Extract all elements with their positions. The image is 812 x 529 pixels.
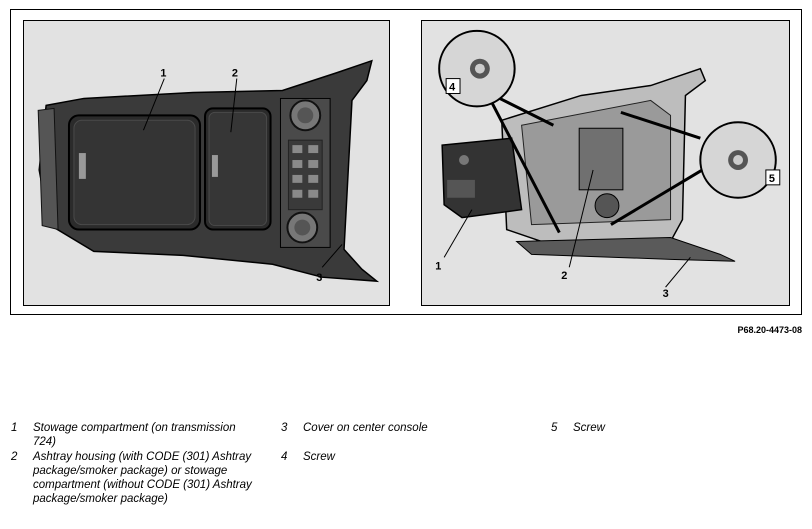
right-illustration: 4 5 1 2 3 <box>421 20 790 306</box>
compartment-latch <box>78 153 86 179</box>
legend-number: 2 <box>11 451 18 463</box>
callout-4: 4 <box>449 82 455 94</box>
ashtray-housing <box>578 127 624 191</box>
callout-2: 2 <box>232 68 238 80</box>
stowage-compartment <box>441 137 523 219</box>
legend-text: Cover on center console <box>303 422 428 434</box>
figure-code: P68.20-4473-08 <box>737 325 802 335</box>
callout-1: 1 <box>160 68 166 80</box>
console-left-edge <box>37 107 59 231</box>
console-cover-strip <box>515 236 736 262</box>
legend-number: 4 <box>281 451 288 463</box>
right-leader-lines <box>443 169 691 288</box>
callout-3: 3 <box>316 272 322 284</box>
console-removed-drawing: 4 5 1 2 3 <box>435 29 781 300</box>
ashtray-latch <box>211 155 218 177</box>
callout-3-right: 3 <box>663 288 669 300</box>
legend-text: Ashtray housing (with CODE (301) Ashtray… <box>33 451 252 505</box>
legend-number: 1 <box>11 422 18 434</box>
figure-frame: 1 2 3 <box>10 9 802 315</box>
legend-number: 3 <box>281 422 288 434</box>
left-illustration: 1 2 3 <box>23 20 390 306</box>
callout-1-right: 1 <box>435 260 441 272</box>
callout-4-box <box>445 78 461 94</box>
left-leader-lines <box>142 78 343 268</box>
callout-2-right: 2 <box>561 270 567 282</box>
callout-5-box <box>765 169 781 186</box>
inset-connector-lines <box>490 97 704 234</box>
legend-text: Screw <box>573 422 605 434</box>
legend-text: Stowage compartment (on transmission 724… <box>33 422 236 448</box>
legend-number: 5 <box>551 422 558 434</box>
center-console-drawing: 1 2 3 <box>37 59 380 284</box>
callout-5: 5 <box>769 173 775 185</box>
legend-text: Screw <box>303 451 335 463</box>
legend: 1 Stowage compartment (on transmission 7… <box>0 420 812 529</box>
